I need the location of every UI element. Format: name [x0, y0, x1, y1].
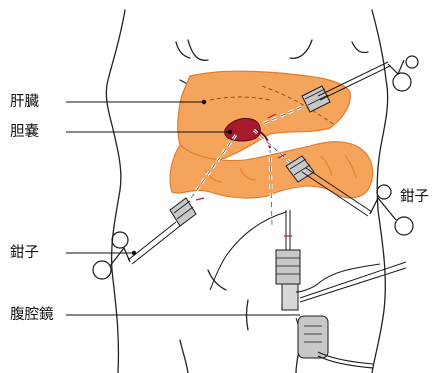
laparoscope-instrument: [282, 210, 406, 368]
forceps-right-label: 鉗子: [400, 190, 429, 205]
laparoscope-label: 腹腔鏡: [10, 308, 54, 323]
forceps-left-label: 鉗子: [10, 246, 39, 261]
light-cable: [210, 212, 286, 290]
trocar-port-laparoscope: [276, 250, 300, 284]
trocar-port-left: [170, 198, 196, 226]
liver-label: 肝臓: [10, 95, 39, 110]
forceps-handle-upper-right: [388, 56, 418, 91]
gallbladder-label: 胆嚢: [10, 125, 39, 140]
